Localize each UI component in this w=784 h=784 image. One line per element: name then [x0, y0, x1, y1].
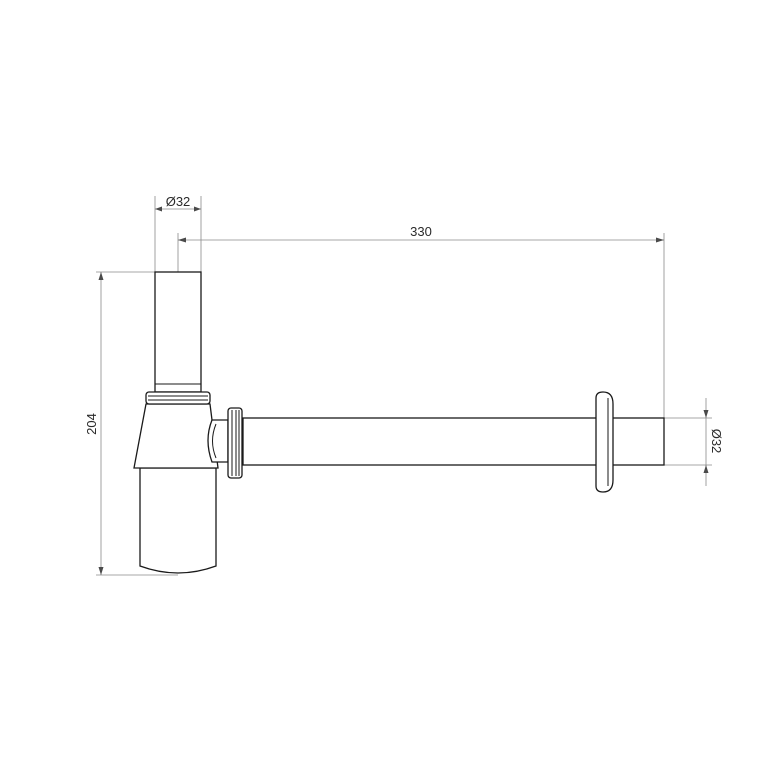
outlet-diameter-label: Ø32	[709, 429, 724, 454]
inlet-pipe	[154, 271, 202, 393]
total-height-label: 204	[84, 413, 99, 435]
dimension-outlet-diameter: Ø32	[664, 398, 724, 486]
wall-rosette	[595, 391, 614, 493]
bottle-body	[139, 467, 217, 574]
side-nut	[227, 407, 243, 479]
elbow-joint	[207, 419, 229, 463]
top-nut	[145, 391, 211, 405]
dimension-horizontal-length: 330	[177, 224, 665, 418]
dimension-total-height: 204	[84, 271, 178, 576]
outlet-pipe	[242, 417, 665, 466]
top-diameter-label: Ø32	[166, 194, 191, 209]
horizontal-length-label: 330	[410, 224, 432, 239]
trap-housing	[133, 403, 219, 469]
dimension-top-diameter: Ø32	[154, 194, 202, 272]
